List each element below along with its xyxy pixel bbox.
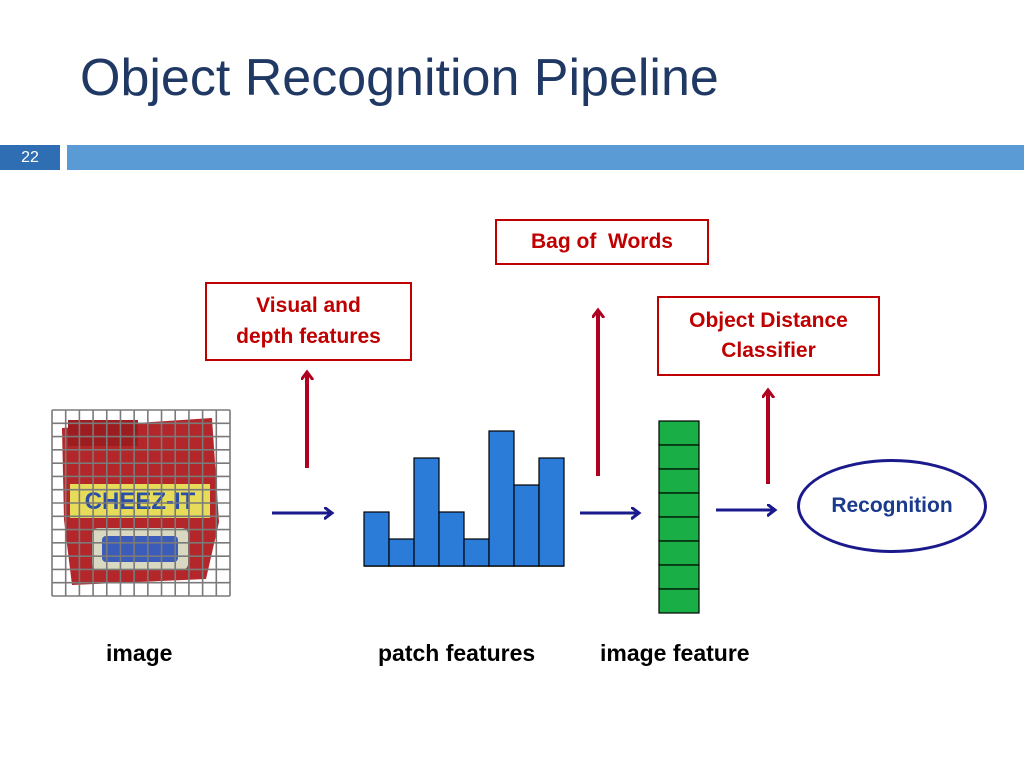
feature-vector-cell: [658, 420, 700, 446]
object-distance-label-line2: Classifier: [721, 339, 816, 362]
object-distance-label-line1: Object Distance: [689, 308, 848, 332]
histogram-bar: [463, 538, 490, 567]
feature-vector-cell: [658, 444, 700, 470]
feature-vector-cell: [658, 516, 700, 542]
caption-patch-features: patch features: [378, 640, 536, 666]
feature-vector-cell: [658, 468, 700, 494]
patch-histogram: [363, 430, 565, 567]
caption-image: image: [106, 640, 173, 666]
slide-number: 22: [0, 145, 60, 170]
feature-vector-cell: [658, 492, 700, 518]
histogram-bar: [363, 511, 390, 567]
product-image: CHEEZ-IT: [51, 409, 231, 597]
histogram-bar: [488, 430, 515, 567]
histogram-bar: [438, 511, 465, 567]
recognition-node: Recognition: [797, 459, 987, 553]
histogram-bar: [513, 484, 540, 567]
caption-image-feature: image feature: [600, 640, 750, 666]
visual-depth-label-line1: Visual and: [256, 294, 361, 318]
bag-of-words-box: Bag of Words: [495, 219, 709, 265]
histogram-bar: [388, 538, 415, 567]
histogram-bar: [538, 457, 565, 567]
feature-vector: [658, 420, 700, 614]
slide-title: Object Recognition Pipeline: [80, 49, 719, 107]
bag-of-words-label: Bag of Words: [531, 229, 673, 253]
product-brand-text: CHEEZ-IT: [85, 488, 196, 515]
feature-vector-cell: [658, 588, 700, 614]
visual-depth-label-line2: depth features: [236, 324, 381, 348]
object-distance-classifier-box: Object Distance Classifier: [657, 296, 880, 376]
visual-depth-features-box: Visual and depth features: [205, 282, 412, 361]
header-accent-bar: [67, 145, 1024, 170]
feature-vector-cell: [658, 540, 700, 566]
feature-vector-cell: [658, 564, 700, 590]
histogram-bar: [413, 457, 440, 567]
